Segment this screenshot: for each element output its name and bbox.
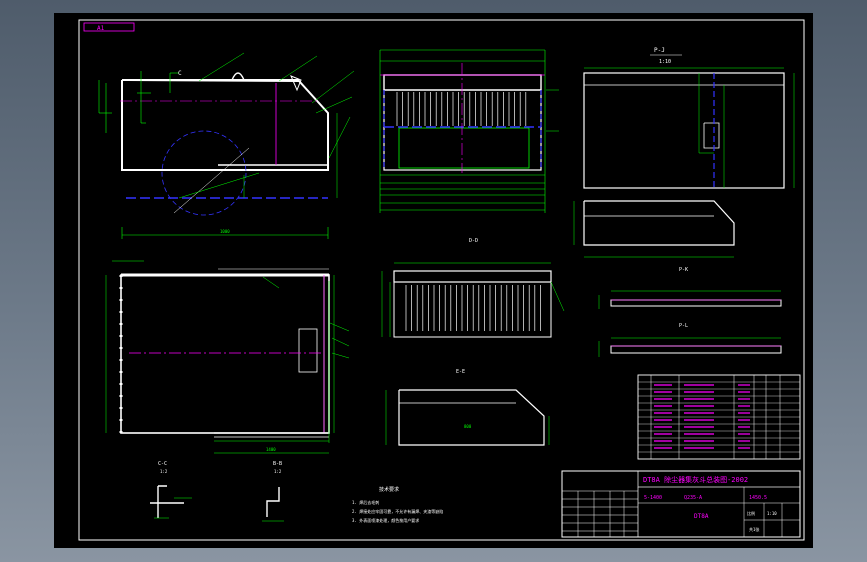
drawing-no: 5-1400 — [644, 495, 662, 501]
view-strip-1: P-K — [598, 267, 782, 309]
note-2: 2. 焊接处应牢固可靠，不允许有漏焊、夹渣等缺陷 — [352, 508, 443, 514]
svg-text:1:2: 1:2 — [274, 469, 282, 474]
cad-drawing[interactable]: A1 — [54, 13, 813, 548]
parts-list — [637, 374, 801, 460]
section-bb-label: B-B — [273, 461, 282, 467]
view-section-cc: C-C 1:2 — [150, 461, 192, 519]
drawing-frame — [78, 19, 805, 541]
view-strip-2: P-L — [598, 323, 782, 357]
technical-notes: 技术要求 1. 焊后去毛刺 2. 焊接处应牢固可靠，不允许有漏焊、夹渣等缺陷 3… — [352, 486, 443, 523]
dim-top-text: 1000 — [220, 229, 230, 234]
notes-title: 技术要求 — [379, 486, 399, 493]
title-tag-text: A1 — [97, 25, 105, 32]
sheet-label: 共1张 — [749, 526, 759, 532]
scale-label: 比例 — [747, 510, 755, 516]
pj-scale: 1:10 — [659, 59, 671, 65]
note-1: 1. 焊后去毛刺 — [352, 499, 379, 505]
section-cc-label: C-C — [158, 461, 167, 467]
scale-value: 1:10 — [767, 511, 777, 516]
view-front: C 1000 — [98, 52, 355, 239]
drawing-title: DT8A 除尘器集灰斗总装图-2002 — [643, 475, 748, 484]
title-block: DT8A 除尘器集灰斗总装图-2002 5-1400 Q235-A 1450.5… — [561, 470, 801, 538]
cad-viewport[interactable]: A1 — [54, 13, 813, 548]
view-d-label: D-D — [469, 238, 478, 244]
pj-title: P-J — [654, 47, 665, 54]
svg-text:1:2: 1:2 — [160, 469, 168, 474]
section-c-label: C — [178, 70, 182, 77]
weight: 1450.5 — [749, 495, 767, 501]
view-hopper-outline: E-E 800 — [385, 369, 550, 446]
svg-text:DT8A: DT8A — [694, 513, 709, 520]
material: Q235-A — [684, 495, 702, 501]
title-tag — [83, 22, 135, 32]
view-plan: 1400 — [105, 260, 350, 454]
view-section-bb: B-B 1:2 — [262, 461, 284, 522]
view-middle-fins: D-D — [381, 238, 565, 338]
note-3: 3. 外表面喷漆处理，颜色按用户要求 — [352, 517, 419, 523]
view-pj-top: P-J 1:10 — [573, 47, 795, 258]
dim-plan-text: 1400 — [266, 447, 276, 452]
view-e-label: E-E — [456, 369, 465, 375]
view-top-middle — [379, 49, 559, 213]
svg-text:P-K: P-K — [679, 267, 688, 273]
dim-side-text: 800 — [464, 424, 472, 429]
svg-text:P-L: P-L — [679, 323, 688, 329]
